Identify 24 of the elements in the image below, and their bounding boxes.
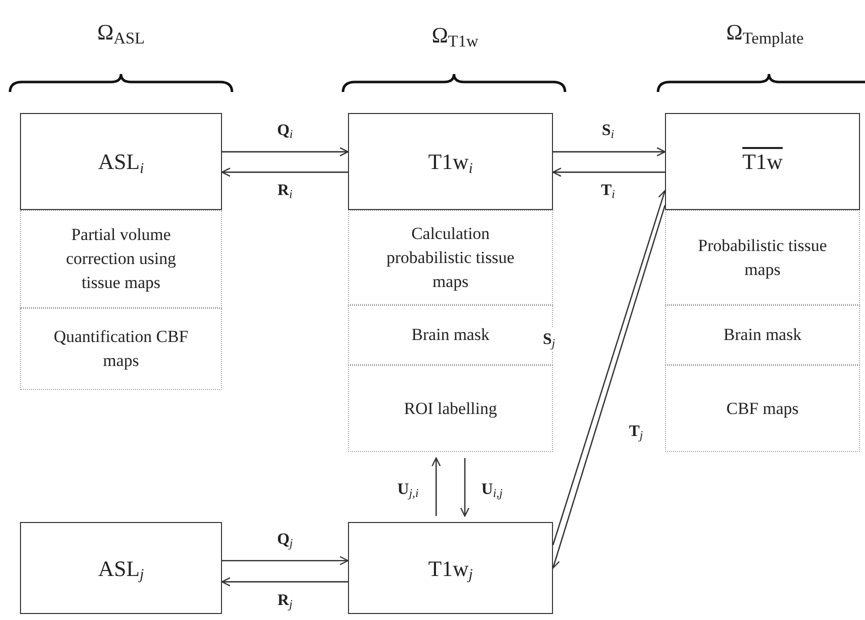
arrow: [221, 168, 348, 177]
process-box: ASL$_{i}$: [20, 113, 222, 210]
process-box: T1w: [665, 113, 860, 210]
process-box: T1w$_{i}$: [348, 113, 553, 210]
task-box: Brain mask: [665, 305, 860, 365]
arrow: [460, 458, 470, 517]
arrow: [222, 556, 349, 566]
task-box: Partial volume correction using tissue maps: [20, 210, 222, 308]
domain-heading: Ω$_{Template}$: [726, 18, 804, 48]
task-box: Quantification CBF maps: [20, 308, 222, 390]
process-box: T1w$_{j}$: [348, 522, 553, 614]
task-box: Probabilistic tissue maps: [665, 210, 860, 305]
domain-heading: Ω$_{T1w}$: [432, 22, 478, 52]
arrow: [222, 147, 349, 156]
task-box: CBF maps: [665, 365, 860, 452]
task-box: Calculation probabilistic tissue maps: [348, 210, 553, 305]
arrow: [553, 147, 666, 156]
edge-label: S$_{j}$: [542, 328, 556, 352]
arrow: [432, 457, 441, 516]
domain-heading: Ω$_{ASL}$: [97, 18, 145, 48]
task-box: ROI labelling: [348, 365, 553, 452]
arrow: [552, 168, 665, 177]
arrow: [221, 577, 348, 586]
process-box: ASL$_{j}$: [20, 522, 222, 614]
